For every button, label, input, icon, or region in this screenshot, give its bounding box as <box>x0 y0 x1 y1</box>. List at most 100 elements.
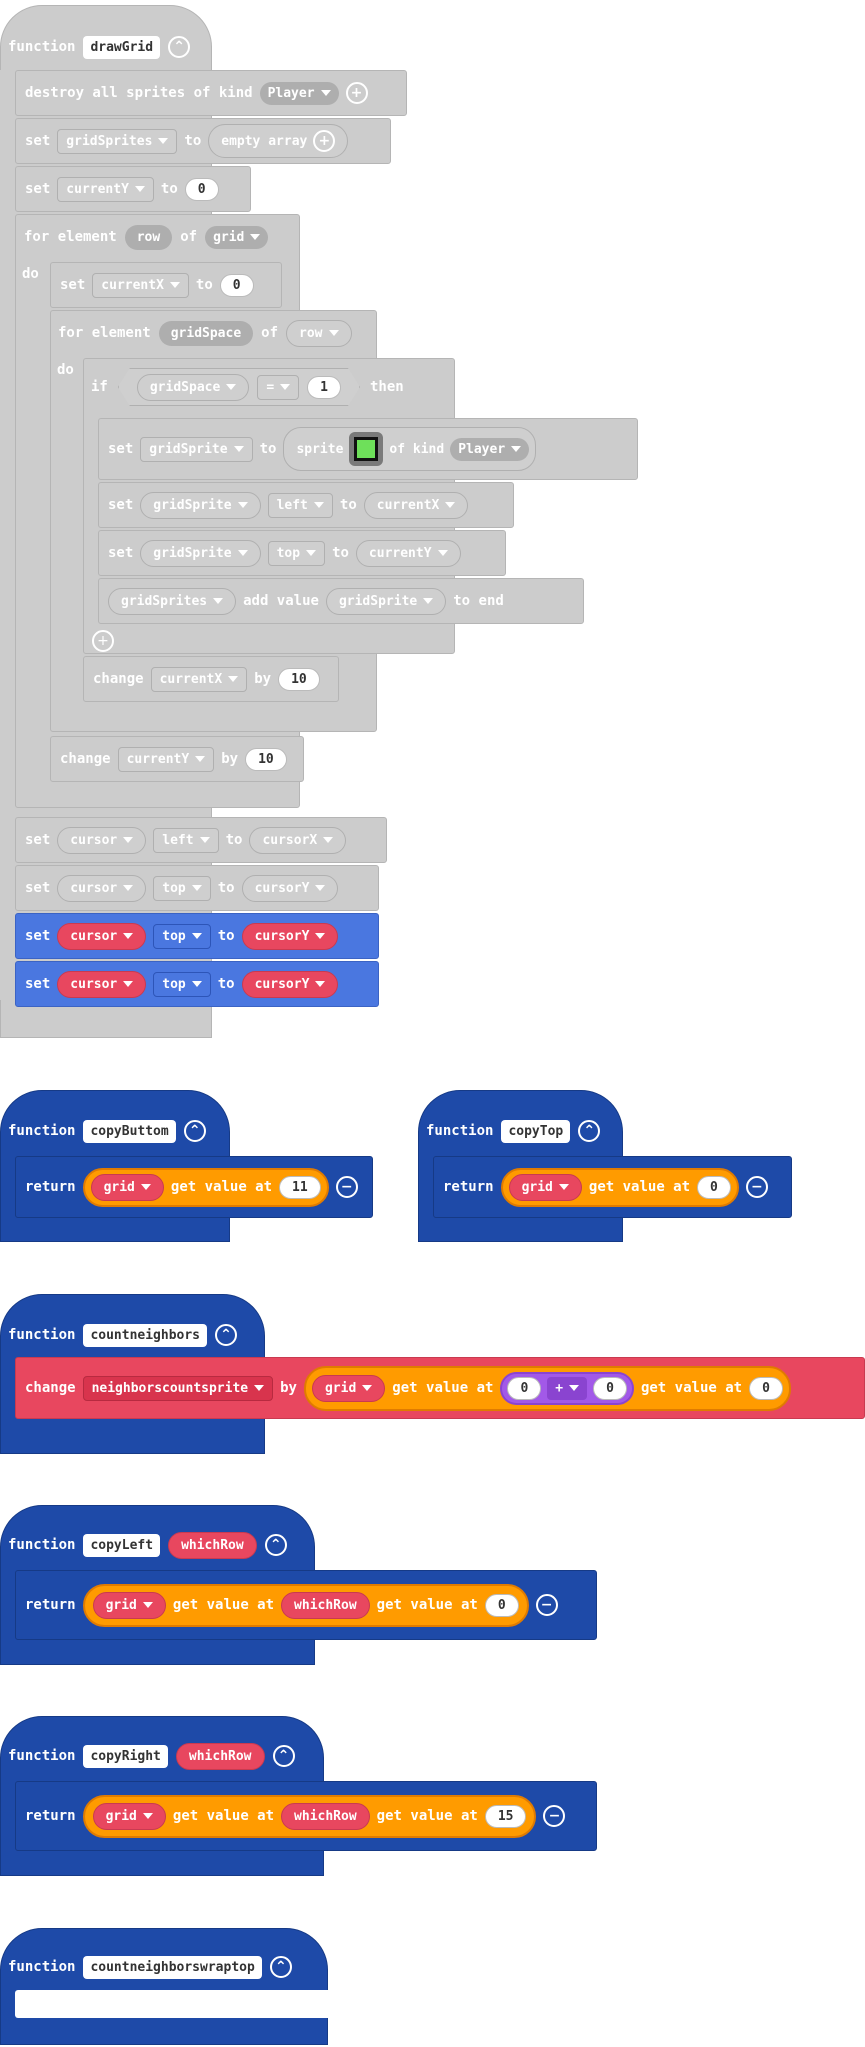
set-left-block[interactable]: set gridSprite left to currentX <box>98 482 514 528</box>
grid-reporter[interactable]: grid <box>90 1173 164 1201</box>
set-gridsprites-block[interactable]: set gridSprites to empty array+ <box>15 118 391 164</box>
collapse-icon[interactable]: ⌃ <box>215 1324 238 1346</box>
add-icon[interactable]: + <box>345 82 368 104</box>
set-cursor-top-highlighted-block-1[interactable]: set cursor top to cursorY <box>15 913 379 959</box>
sprite-reporter[interactable]: gridSprite <box>140 491 261 519</box>
destroy-sprites-block[interactable]: destroy all sprites of kind Player + <box>15 70 407 116</box>
array-get-block[interactable]: grid get value at 0 + 0 get value at 0 <box>303 1365 791 1411</box>
whichrow-reporter[interactable]: whichRow <box>281 1802 370 1830</box>
whichrow-reporter[interactable]: whichRow <box>281 1591 370 1619</box>
set-cursor-top-highlighted-block-2[interactable]: set cursor top to cursorY <box>15 961 379 1007</box>
variable-dropdown[interactable]: currentX <box>150 666 248 692</box>
empty-body-slot[interactable] <box>15 1990 328 2018</box>
number-field[interactable]: 0 <box>593 1376 627 1400</box>
index-field[interactable]: 0 <box>749 1376 783 1400</box>
set-currentx-block[interactable]: set currentX to 0 <box>50 262 282 308</box>
gridsprite-reporter[interactable]: gridSprite <box>325 587 447 615</box>
change-currentx-block[interactable]: change currentX by 10 <box>83 656 339 702</box>
collapse-icon[interactable]: ⌃ <box>264 1534 287 1556</box>
return-block[interactable]: return grid get value at whichRow get va… <box>15 1570 597 1640</box>
kind-dropdown[interactable]: Player <box>259 81 339 105</box>
countneighborswraptop-function-block[interactable] <box>0 1928 328 2045</box>
cursor-reporter[interactable]: cursor <box>57 970 147 998</box>
property-dropdown[interactable]: top <box>267 540 326 566</box>
index-field[interactable]: 15 <box>484 1804 527 1828</box>
function-name-field[interactable]: countneighbors <box>83 1323 208 1347</box>
operator-dropdown[interactable]: + <box>547 1376 588 1400</box>
return-block[interactable]: return grid get value at 11 − <box>15 1156 373 1218</box>
currentx-reporter[interactable]: currentX <box>363 491 469 519</box>
array-get-block[interactable]: grid get value at 11 <box>82 1167 329 1207</box>
cursory-reporter[interactable]: cursorY <box>241 922 339 950</box>
array-get-block[interactable]: grid get value at whichRow get value at … <box>82 1583 529 1627</box>
collapse-icon[interactable]: ⌃ <box>578 1120 601 1142</box>
collapse-icon[interactable]: ⌃ <box>183 1120 206 1142</box>
cursory-reporter[interactable]: cursorY <box>241 874 339 902</box>
variable-dropdown[interactable]: neighborscountsprite <box>82 1375 274 1401</box>
variable-dropdown[interactable]: currentY <box>117 746 215 772</box>
set-top-block[interactable]: set gridSprite top to currentY <box>98 530 506 576</box>
kind-dropdown[interactable]: Player <box>450 437 530 461</box>
add-value-block[interactable]: gridSprites add value gridSprite to end <box>98 578 584 624</box>
parameter-whichrow[interactable]: whichRow <box>175 1742 265 1770</box>
gridsprites-reporter[interactable]: gridSprites <box>108 587 237 615</box>
row-reporter[interactable]: row <box>286 319 352 347</box>
grid-reporter[interactable]: grid <box>92 1591 166 1619</box>
gridspace-reporter[interactable]: gridSpace <box>137 374 249 401</box>
property-dropdown[interactable]: top <box>153 875 211 901</box>
set-cursor-left-block[interactable]: set cursor left to cursorX <box>15 817 387 863</box>
return-block[interactable]: return grid get value at whichRow get va… <box>15 1781 597 1851</box>
add-icon[interactable]: + <box>313 130 336 152</box>
parameter-whichrow[interactable]: whichRow <box>168 1531 257 1559</box>
set-cursor-top-block[interactable]: set cursor top to cursorY <box>15 865 379 911</box>
variable-dropdown[interactable]: currentX <box>92 272 189 298</box>
cursor-reporter[interactable]: cursor <box>57 874 147 902</box>
math-add-block[interactable]: 0 + 0 <box>500 1371 634 1405</box>
function-name-field[interactable]: drawGrid <box>83 35 161 59</box>
function-name-field[interactable]: copyRight <box>83 1744 168 1768</box>
return-block[interactable]: return grid get value at 0 − <box>433 1156 792 1218</box>
grid-reporter[interactable]: grid <box>508 1173 582 1201</box>
number-field[interactable]: 10 <box>278 667 320 691</box>
remove-icon[interactable]: − <box>335 1176 358 1198</box>
number-field[interactable]: 0 <box>219 273 254 297</box>
index-field[interactable]: 11 <box>279 1175 321 1199</box>
variable-dropdown[interactable]: gridSprite <box>140 436 253 462</box>
collapse-icon[interactable]: ⌃ <box>272 1745 295 1767</box>
currenty-reporter[interactable]: currentY <box>355 539 461 567</box>
property-dropdown[interactable]: top <box>153 923 211 949</box>
array-get-block[interactable]: grid get value at whichRow get value at … <box>82 1794 537 1838</box>
number-field[interactable]: 10 <box>245 747 287 771</box>
array-get-block[interactable]: grid get value at 0 <box>500 1167 739 1207</box>
variable-dropdown[interactable]: currentY <box>57 176 154 202</box>
property-dropdown[interactable]: left <box>153 827 219 853</box>
function-name-field[interactable]: copyButtom <box>83 1119 176 1143</box>
function-name-field[interactable]: copyTop <box>501 1119 571 1143</box>
index-field[interactable]: 0 <box>697 1175 731 1199</box>
gridspace-variable[interactable]: gridSpace <box>158 320 254 346</box>
if-add-else-icon[interactable]: + <box>92 630 114 652</box>
row-variable[interactable]: row <box>124 224 173 250</box>
sprite-reporter[interactable]: gridSprite <box>140 539 261 567</box>
number-field[interactable]: 1 <box>307 376 341 399</box>
number-field[interactable]: 0 <box>184 177 219 201</box>
cursorx-reporter[interactable]: cursorX <box>249 826 347 854</box>
set-currenty-block[interactable]: set currentY to 0 <box>15 166 251 212</box>
property-dropdown[interactable]: left <box>267 492 333 518</box>
number-field[interactable]: 0 <box>507 1376 542 1400</box>
remove-icon[interactable]: − <box>535 1594 558 1616</box>
set-gridsprite-block[interactable]: set gridSprite to sprite of kind Player <box>98 418 638 480</box>
comparison-block[interactable]: gridSpace = 1 <box>118 368 360 406</box>
cursor-reporter[interactable]: cursor <box>57 826 147 854</box>
collapse-icon[interactable]: ⌃ <box>269 1956 292 1978</box>
grid-reporter[interactable]: grid <box>92 1802 166 1830</box>
operator-dropdown[interactable]: = <box>257 375 299 400</box>
remove-icon[interactable]: − <box>745 1176 768 1198</box>
function-name-field[interactable]: copyLeft <box>83 1533 161 1557</box>
list-dropdown[interactable]: grid <box>205 225 269 249</box>
function-name-field[interactable]: countneighborswraptop <box>83 1955 262 1979</box>
cursory-reporter[interactable]: cursorY <box>241 970 339 998</box>
index-field[interactable]: 0 <box>484 1593 519 1617</box>
empty-array-block[interactable]: empty array+ <box>208 124 349 158</box>
property-dropdown[interactable]: top <box>153 971 211 997</box>
